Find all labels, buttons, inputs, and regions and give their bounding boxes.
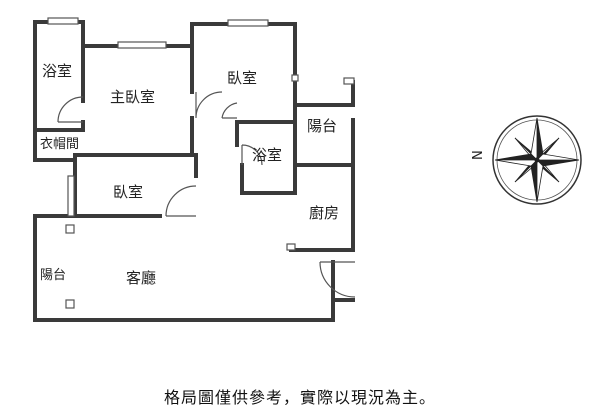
label-closet: 衣帽間 xyxy=(40,136,79,152)
window-bedroom-top xyxy=(227,19,269,27)
window-living-bottom xyxy=(65,299,75,309)
label-bath-master: 浴室 xyxy=(42,62,72,80)
window-right-post xyxy=(291,74,299,82)
door-master-bedroom xyxy=(195,91,223,119)
window-balcony-left xyxy=(67,175,75,217)
window-master-top xyxy=(117,41,167,49)
wall-center-bath xyxy=(240,163,297,195)
window-kitchen xyxy=(286,243,296,251)
window-top-left xyxy=(47,17,79,25)
door-master-bath xyxy=(57,96,84,123)
room-labels: 浴室 主臥室 衣帽間 臥室 浴室 陽台 臥室 廚房 陽台 客廳 xyxy=(40,62,339,287)
disclaimer-caption: 格局圖僅供參考，實際以現況為主。 xyxy=(163,388,436,407)
label-bedroom-top: 臥室 xyxy=(227,69,257,87)
door-bedroom-top xyxy=(221,102,238,119)
compass-icon xyxy=(492,115,582,205)
doors xyxy=(57,91,356,298)
door-center-bath xyxy=(241,144,263,166)
label-kitchen: 廚房 xyxy=(309,204,339,222)
label-balcony-left: 陽台 xyxy=(40,268,66,283)
label-living-room: 客廳 xyxy=(126,269,156,287)
wall-bedroom-top xyxy=(235,78,297,195)
windows xyxy=(47,17,355,309)
wall-bedroom-left xyxy=(33,153,355,322)
label-bedroom-left: 臥室 xyxy=(113,183,143,201)
window-living-left xyxy=(65,224,75,234)
label-bath-center: 浴室 xyxy=(252,146,282,164)
compass-north-label: N xyxy=(471,150,486,160)
door-entrance xyxy=(319,261,356,298)
door-bedroom-left xyxy=(165,185,197,217)
label-master-bedroom: 主臥室 xyxy=(110,88,155,106)
label-balcony-right: 陽台 xyxy=(307,117,337,135)
wall-master-bath xyxy=(33,44,85,132)
window-balcony-right xyxy=(343,77,355,85)
walls xyxy=(33,20,355,322)
wall-right-balcony xyxy=(289,80,355,252)
